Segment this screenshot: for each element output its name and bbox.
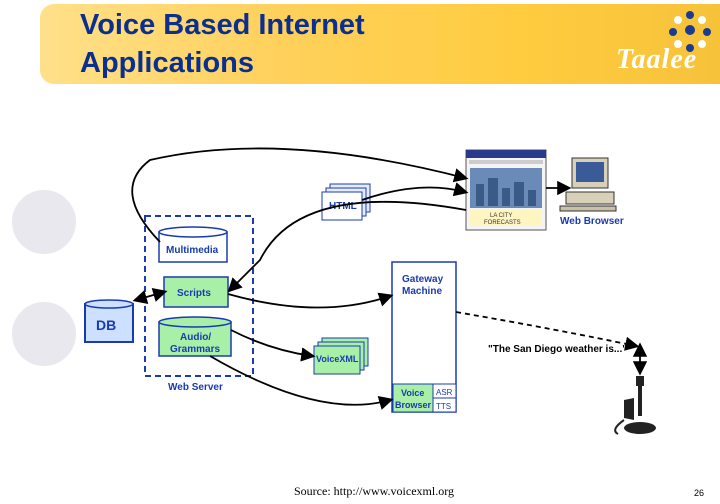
html-label: HTML: [329, 201, 357, 212]
db-box: DB: [84, 299, 134, 343]
page-number: 26: [694, 488, 705, 498]
voice-browser-label-2: Browser: [395, 400, 432, 410]
web-page-thumbnail: LA CITY FORECASTS: [465, 149, 547, 231]
tts-box: [432, 397, 457, 413]
connection-arrows: [131, 147, 648, 410]
telephone-icon: [614, 376, 656, 435]
db-label: DB: [96, 317, 116, 333]
slide-title: Voice Based Internet Applications: [80, 6, 365, 82]
gateway-label-2: Machine: [402, 286, 442, 297]
gateway-machine-box: Gateway Machine Voice Browser ASR TTS: [391, 261, 457, 413]
multimedia-label: Multimedia: [166, 245, 219, 256]
title-band: [40, 4, 720, 84]
multimedia-store: Multimedia: [158, 226, 228, 263]
source-caption: Source: http://www.voicexml.org: [294, 484, 454, 498]
title-line-2: Applications: [80, 47, 255, 79]
audio-label-2: Grammars: [170, 344, 220, 355]
tts-label: TTS: [436, 402, 451, 411]
forecast-line-2: FORECASTS: [484, 220, 521, 226]
decor-circles: [12, 190, 76, 366]
voicexml-document-icon: VoiceXML: [313, 337, 369, 375]
computer-icon: [559, 157, 617, 212]
taalee-logo-icon: [669, 11, 711, 52]
web-server-label: Web Server: [168, 382, 223, 393]
scripts-box: Scripts: [163, 276, 229, 308]
logo-text: Taalee: [616, 44, 698, 75]
gateway-label-1: Gateway: [402, 274, 444, 285]
speech-quote: "The San Diego weather is...": [488, 344, 627, 355]
voice-browser-label-1: Voice: [401, 388, 424, 398]
web-browser-label: Web Browser: [560, 216, 624, 227]
title-line-1: Voice Based Internet: [80, 9, 365, 41]
scripts-label: Scripts: [177, 288, 211, 299]
forecast-line-1: LA CITY: [490, 213, 512, 219]
voicexml-label: VoiceXML: [316, 354, 359, 364]
audio-grammars-store: Audio/ Grammars: [158, 316, 232, 357]
asr-label: ASR: [436, 388, 453, 397]
audio-label-1: Audio/: [180, 332, 211, 343]
